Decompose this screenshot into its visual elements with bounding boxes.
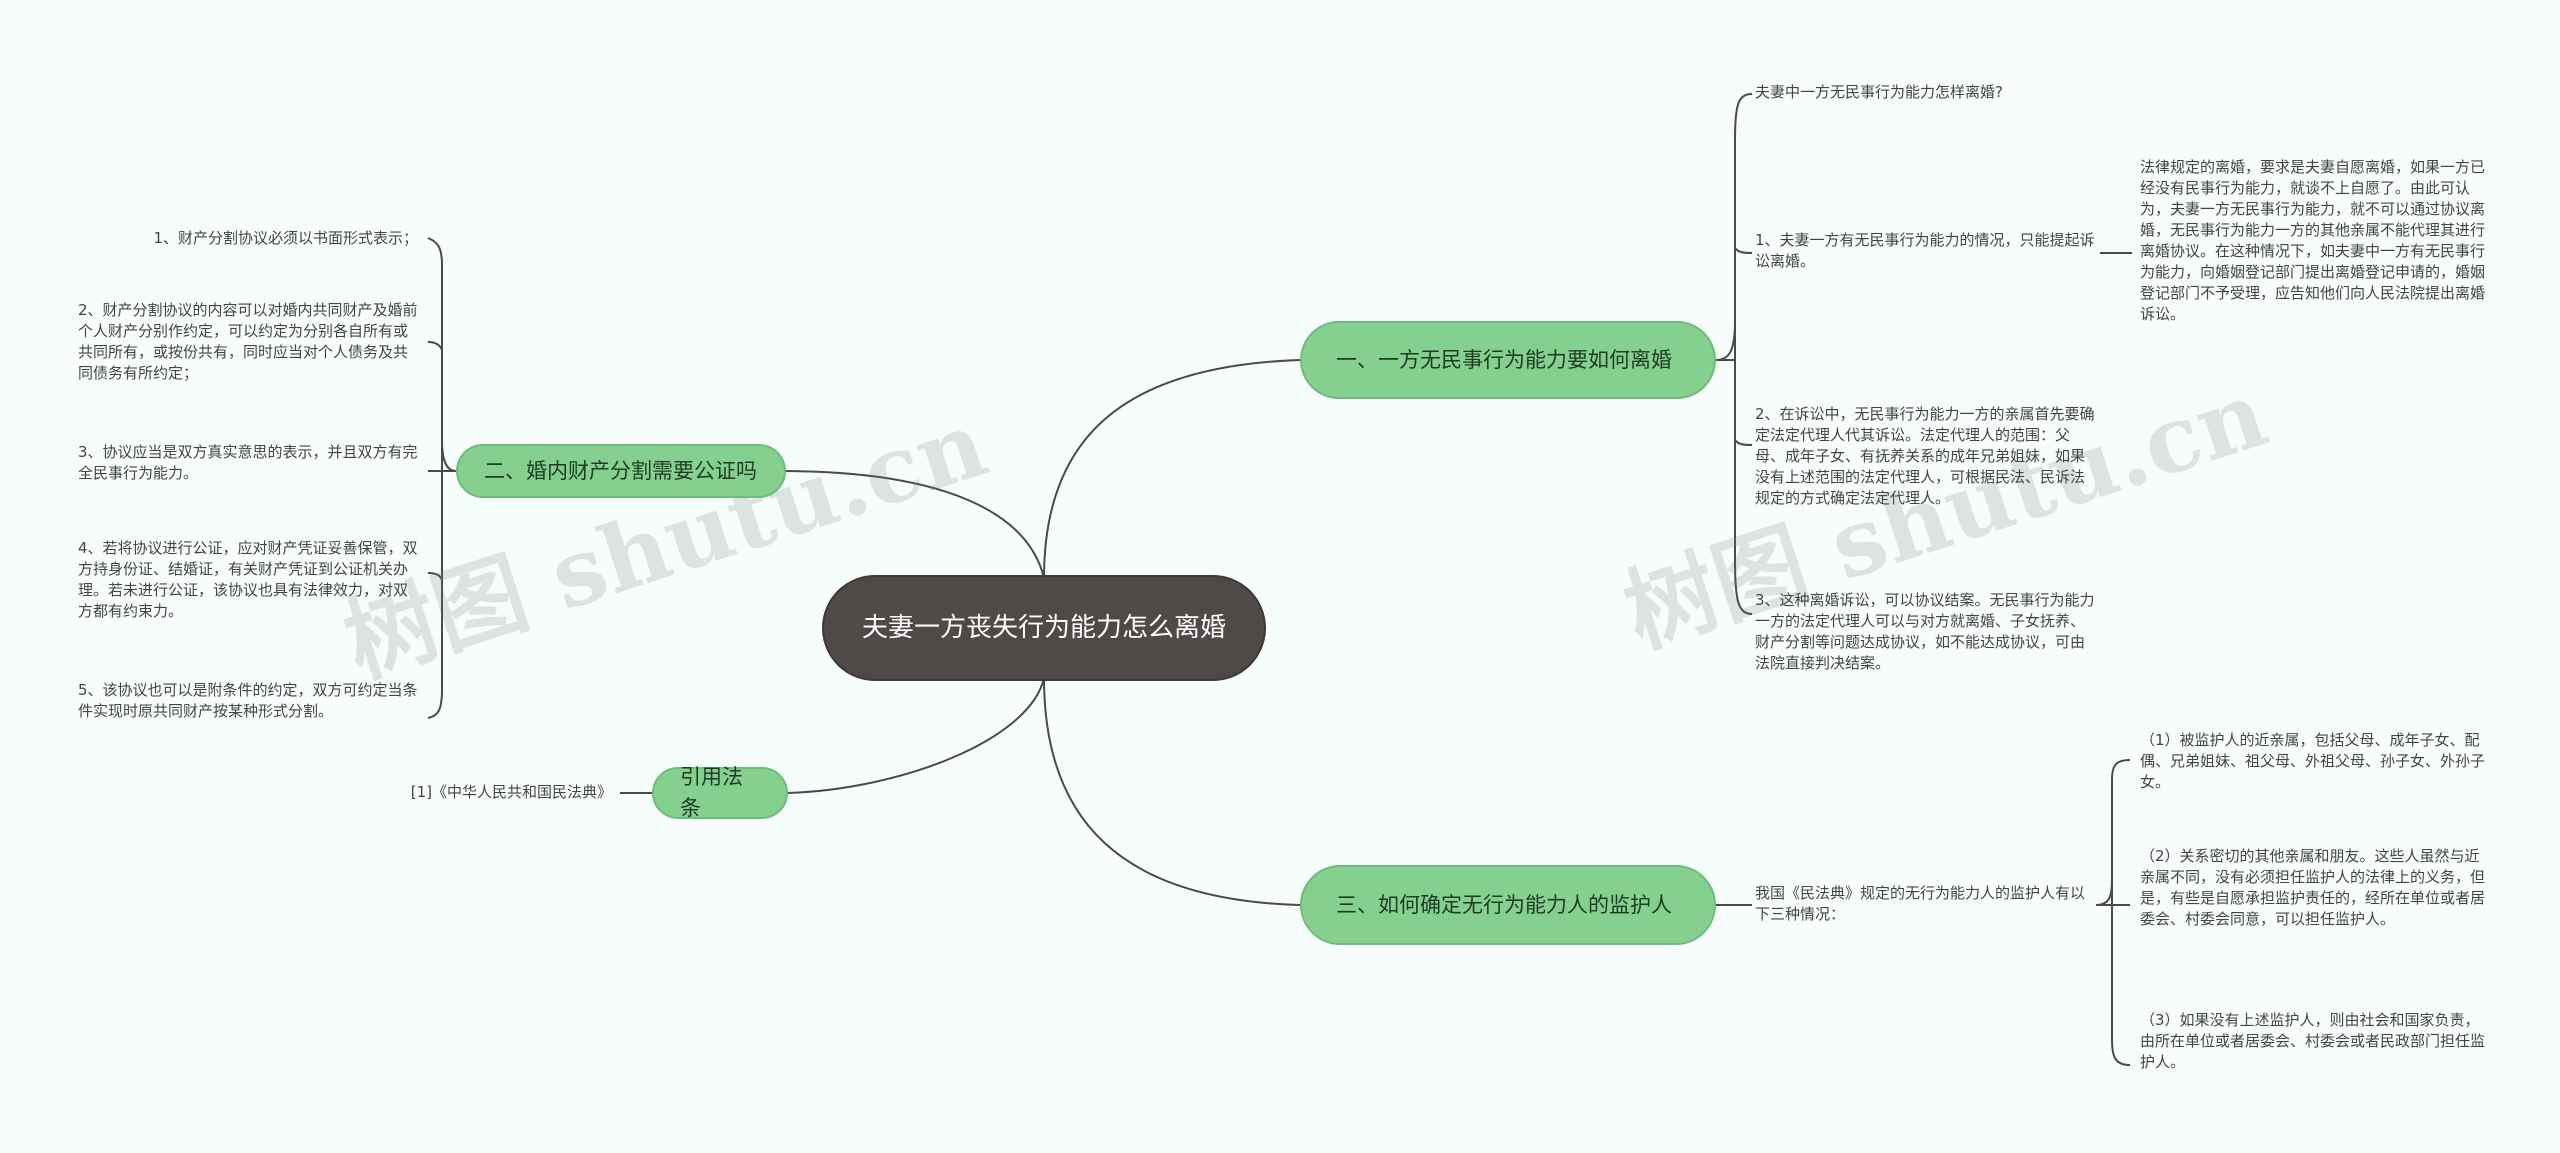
b2-item-1[interactable]: 1、财产分割协议必须以书面形式表示； (153, 229, 418, 247)
branch-3-label: 引用法条 (680, 765, 743, 820)
link-intro-items (2095, 759, 2131, 906)
link-root-b4 (1043, 677, 1301, 906)
branch-node-4[interactable]: 三、如何确定无行为能力人的监护人 (1300, 865, 1716, 945)
branch-node-1[interactable]: 一、一方无民事行为能力要如何离婚 (1300, 321, 1716, 399)
b3-citation[interactable]: [1]《中华人民共和国民法典》 (410, 783, 612, 801)
b4-item-1[interactable]: （1）被监护人的近亲属，包括父母、成年子女、配偶、兄弟姐妹、祖父母、外祖父母、孙… (2140, 731, 2486, 791)
b2-item-5[interactable]: 5、该协议也可以是附条件的约定，双方可约定当条件实现时原共同财产按某种形式分割。 (78, 681, 418, 720)
b4-item-3[interactable]: （3）如果没有上述监护人，则由社会和国家负责，由所在单位或者居委会、村委会或者民… (2140, 1011, 2486, 1071)
branch-1-label: 一、一方无民事行为能力要如何离婚 (1336, 347, 1672, 372)
b2-item-2[interactable]: 2、财产分割协议的内容可以对婚内共同财产及婚前个人财产分别作约定，可以约定为分别… (78, 301, 418, 382)
branch-4-label: 三、如何确定无行为能力人的监护人 (1336, 892, 1672, 917)
branch-node-3[interactable]: 引用法条 (652, 765, 788, 820)
branch-node-2[interactable]: 二、婚内财产分割需要公证吗 (456, 444, 786, 498)
b2-item-4[interactable]: 4、若将协议进行公证，应对财产凭证妥善保管，双方持身份证、结婚证，有关财产凭证到… (78, 539, 418, 620)
b1-point-1-detail[interactable]: 法律规定的离婚，要求是夫妻自愿离婚，如果一方已经没有民事行为能力，就谈不上自愿了… (2140, 158, 2486, 323)
root-topic-label: 夫妻一方丧失行为能力怎么离婚 (861, 612, 1226, 643)
link-root-b1 (1043, 359, 1301, 579)
b1-point-3[interactable]: 3、这种离婚诉讼，可以协议结案。无民事行为能力一方的法定代理人可以与对方就离婚、… (1755, 591, 2095, 672)
link-root-b2 (785, 470, 1045, 579)
link-root-b3 (785, 677, 1045, 794)
b4-intro[interactable]: 我国《民法典》规定的无行为能力人的监护人有以下三种情况： (1755, 884, 2086, 923)
link-b2-items (427, 237, 457, 472)
b4-item-2[interactable]: （2）关系密切的其他亲属和朋友。这些人虽然与近亲属不同，没有必须担任监护人的法律… (2140, 847, 2486, 928)
branch-2-label: 二、婚内财产分割需要公证吗 (484, 458, 757, 483)
b1-point-1[interactable]: 1、夫妻一方有无民事行为能力的情况，只能提起诉讼离婚。 (1755, 231, 2095, 270)
b2-item-3[interactable]: 3、协议应当是双方真实意思的表示，并且双方有完全民事行为能力。 (78, 443, 418, 482)
b1-question[interactable]: 夫妻中一方无民事行为能力怎样离婚? (1755, 83, 2003, 101)
b1-point-2[interactable]: 2、在诉讼中，无民事行为能力一方的亲属首先要确定法定代理人代其诉讼。法定代理人的… (1755, 405, 2095, 507)
root-topic[interactable]: 夫妻一方丧失行为能力怎么离婚 (822, 575, 1266, 681)
